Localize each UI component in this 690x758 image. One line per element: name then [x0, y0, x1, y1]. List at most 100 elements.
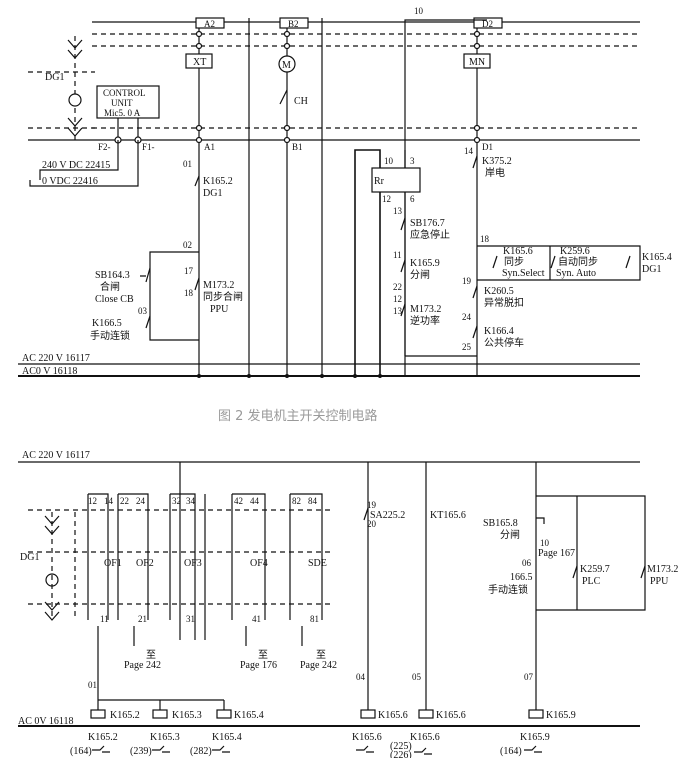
- k1652-label: K165.2: [203, 176, 233, 187]
- coil-k1652: K165.2: [90, 709, 140, 721]
- m173-cn: 同步合闸: [203, 290, 243, 303]
- num-41: 41: [252, 614, 261, 624]
- k2597-label: K259.7: [580, 564, 610, 575]
- rr-3: 3: [410, 156, 415, 166]
- b-dg1-label: DG1: [20, 552, 39, 563]
- of1-label: OF1: [104, 558, 122, 569]
- sa-19: 19: [367, 500, 377, 510]
- m1732-label: M173.2: [647, 564, 678, 575]
- ch-label: CH: [294, 96, 308, 107]
- sb165-06: 06: [522, 558, 532, 568]
- f2-label: F2-: [98, 142, 111, 152]
- m173b-label: M173.2: [410, 304, 441, 315]
- sb165-166: 166.5: [510, 572, 533, 583]
- wire-01b: 01: [88, 680, 97, 690]
- k1656-en: Syn.Select: [502, 268, 545, 279]
- m1732-ppu: PPU: [650, 576, 669, 587]
- ref-226: (226): [390, 750, 412, 758]
- coil-label-5: K165.6: [436, 710, 466, 721]
- m173b-12: 12: [393, 294, 402, 304]
- ref-k1652: K165.2: [88, 732, 118, 743]
- num-32: 32: [172, 496, 181, 506]
- ref-164a: (164): [70, 746, 92, 757]
- ref-k1653: K165.3: [150, 732, 180, 743]
- k1664-25: 25: [462, 342, 472, 352]
- sb176-label: SB176.7: [410, 218, 445, 229]
- ref-239: (239): [130, 746, 152, 757]
- bottom-circuit: AC 220 V 16117 DG1 12 14 22 24 32 34 42 …: [18, 450, 678, 758]
- num-22: 22: [120, 496, 129, 506]
- f1-label: F1-: [142, 142, 155, 152]
- of2-label: OF2: [136, 558, 154, 569]
- node-b1: B1: [292, 142, 303, 152]
- num-42: 42: [234, 496, 243, 506]
- ref-k1656b: K165.6: [410, 732, 440, 743]
- to-2-a: 至: [258, 649, 268, 661]
- sb164-en: Close CB: [95, 294, 134, 305]
- ac0-label: AC0 V 16118: [22, 366, 77, 377]
- coil-k1653: K165.3: [152, 709, 202, 721]
- wire-03: 03: [138, 306, 148, 316]
- k1659-cn: 分闸: [410, 268, 430, 281]
- sb165-label: SB165.8: [483, 518, 518, 529]
- coil-label-1: K165.2: [110, 710, 140, 721]
- b-ac220-label: AC 220 V 16117: [22, 450, 90, 461]
- rr-10: 10: [384, 156, 394, 166]
- k2596-label: K259.6: [560, 246, 590, 257]
- sb165-cn2: 手动连锁: [488, 583, 528, 596]
- k1664-label: K166.4: [484, 326, 514, 337]
- k1659-11: 11: [393, 250, 402, 260]
- to-3-a: 至: [316, 649, 326, 661]
- node-a2: A2: [204, 19, 215, 29]
- m173b-22: 22: [393, 282, 402, 292]
- top-circuit: DG1 CONTROL UNIT Mic5. 0 A F2- F1- 240 V…: [18, 6, 672, 378]
- ref-164b: (164): [500, 746, 522, 757]
- num-14: 14: [104, 496, 114, 506]
- wire-04: 04: [356, 672, 366, 682]
- num-81: 81: [310, 614, 319, 624]
- figure-caption: 图 2 发电机主开关控制电路: [218, 408, 378, 424]
- control-unit-line3: Mic5. 0 A: [104, 108, 141, 118]
- volt1-label: 240 V DC 22415: [42, 160, 110, 171]
- num-11: 11: [100, 614, 109, 624]
- num-31: 31: [186, 614, 195, 624]
- ref-k1656a: K165.6: [352, 732, 382, 743]
- sb176-13: 13: [393, 206, 403, 216]
- k2596-en: Syn. Auto: [556, 268, 596, 279]
- ref-282: (282): [190, 746, 212, 757]
- k375-label: K375.2: [482, 156, 512, 167]
- sb165-page: Page 167: [538, 548, 575, 559]
- sde-label: SDE: [308, 558, 327, 569]
- ref-k1654: K165.4: [212, 732, 242, 743]
- wire-01: 01: [183, 159, 192, 169]
- of3-label: OF3: [184, 558, 202, 569]
- ref-k1659: K165.9: [520, 732, 550, 743]
- wire-07: 07: [524, 672, 534, 682]
- sb165-cn: 分闸: [500, 528, 520, 541]
- sa225-label: SA225.2: [370, 510, 405, 521]
- sb176-cn: 应急停止: [410, 228, 450, 241]
- control-unit-line1: CONTROL: [103, 88, 146, 98]
- kt-label: KT165.6: [430, 510, 466, 521]
- k1656-cn: 同步: [504, 256, 524, 268]
- node-19: 19: [462, 276, 472, 286]
- sb165-10: 10: [540, 538, 550, 548]
- num-21: 21: [138, 614, 147, 624]
- m173-17: 17: [184, 266, 194, 276]
- node-d2: D2: [482, 19, 493, 29]
- k1656-label: K165.6: [503, 246, 533, 257]
- num-84: 84: [308, 496, 318, 506]
- k2597-plc: PLC: [582, 576, 601, 587]
- m173-ppu: PPU: [210, 304, 229, 315]
- k2596-cn: 自动同步: [558, 255, 598, 268]
- to-3-page: Page 242: [300, 660, 337, 671]
- wire-05: 05: [412, 672, 422, 682]
- k2605-label: K260.5: [484, 286, 514, 297]
- rr-6: 6: [410, 194, 415, 204]
- num-24: 24: [136, 496, 146, 506]
- m173b-cn: 逆功率: [410, 314, 440, 327]
- k166-label: K166.5: [92, 318, 122, 329]
- coil-label-4: K165.6: [378, 710, 408, 721]
